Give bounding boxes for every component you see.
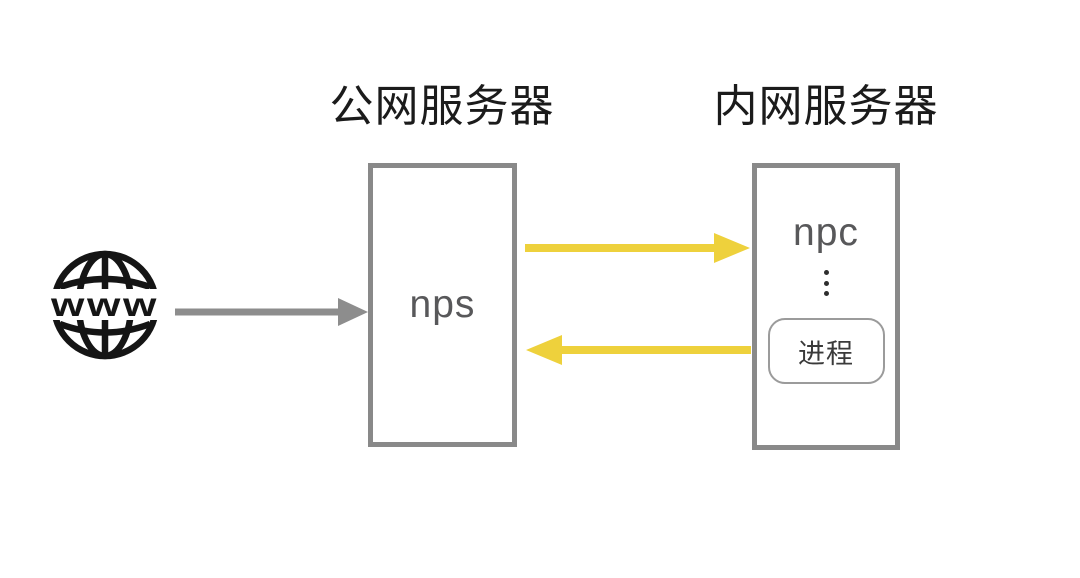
public-server-title: 公网服务器 <box>329 82 555 131</box>
vertical-dots-icon <box>823 268 829 299</box>
globe-text-band <box>49 289 161 320</box>
internet-to-nps-arrow <box>175 298 368 326</box>
process-box: 进程 <box>767 318 885 385</box>
nps-label: nps <box>409 282 476 326</box>
internal-server-title: 内网服务器 <box>713 82 939 131</box>
nps-to-npc-arrow <box>525 233 750 263</box>
www-globe-icon: www <box>49 250 161 360</box>
npc-label: npc <box>793 211 859 254</box>
globe-www-text: www <box>50 286 159 323</box>
process-label: 进程 <box>798 338 854 369</box>
nps-server-box: nps <box>368 163 517 447</box>
npc-server-box: npc 进程 <box>752 163 900 450</box>
npc-to-nps-arrow <box>526 335 751 365</box>
